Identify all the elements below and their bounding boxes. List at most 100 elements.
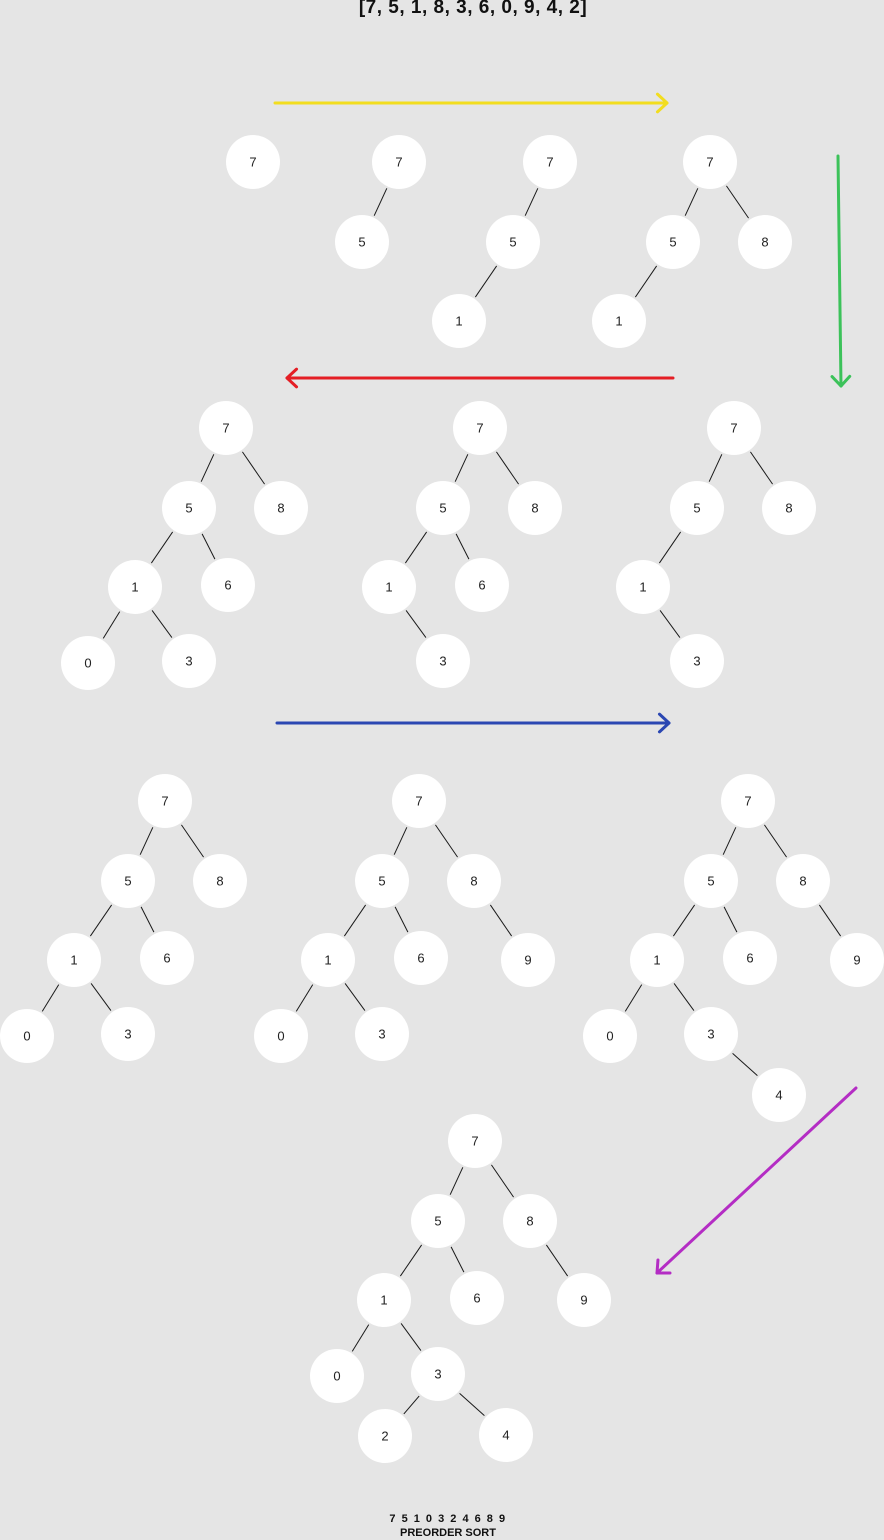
node-circle bbox=[684, 854, 738, 908]
bst-step-3: 751 bbox=[432, 135, 577, 348]
node-value: 1 bbox=[70, 953, 77, 968]
tree-node: 7 bbox=[721, 774, 775, 828]
node-value: 5 bbox=[358, 235, 365, 250]
node-value: 6 bbox=[473, 1291, 480, 1306]
tree-node: 1 bbox=[301, 933, 355, 987]
tree-node: 1 bbox=[630, 933, 684, 987]
tree-edge bbox=[343, 904, 367, 937]
node-circle bbox=[201, 558, 255, 612]
tree-edge bbox=[722, 827, 737, 855]
tree-node: 5 bbox=[335, 215, 389, 269]
node-value: 0 bbox=[277, 1029, 284, 1044]
node-value: 4 bbox=[502, 1428, 509, 1443]
node-circle bbox=[355, 854, 409, 908]
tree-edge bbox=[400, 1323, 422, 1351]
tree-node: 8 bbox=[447, 854, 501, 908]
tree-edge bbox=[726, 185, 749, 219]
tree-node: 7 bbox=[226, 135, 280, 189]
tree-node: 5 bbox=[162, 481, 216, 535]
node-value: 5 bbox=[378, 874, 385, 889]
node-circle bbox=[394, 931, 448, 985]
node-circle bbox=[646, 215, 700, 269]
node-value: 7 bbox=[249, 155, 256, 170]
node-circle bbox=[254, 1009, 308, 1063]
tree-node: 5 bbox=[684, 854, 738, 908]
arrow-right-yellow bbox=[273, 92, 669, 114]
tree-edge bbox=[659, 610, 681, 638]
tree-node: 3 bbox=[355, 1007, 409, 1061]
tree-edge bbox=[405, 610, 427, 638]
node-value: 6 bbox=[417, 951, 424, 966]
node-circle bbox=[140, 931, 194, 985]
tree-edge bbox=[474, 265, 498, 298]
node-value: 0 bbox=[23, 1029, 30, 1044]
arrow-diagonal-purple bbox=[655, 1086, 858, 1275]
node-circle bbox=[453, 401, 507, 455]
node-value: 3 bbox=[439, 654, 446, 669]
tree-edge bbox=[242, 451, 265, 485]
node-value: 3 bbox=[693, 654, 700, 669]
node-circle bbox=[254, 481, 308, 535]
node-circle bbox=[411, 1194, 465, 1248]
node-value: 6 bbox=[163, 951, 170, 966]
tree-node: 6 bbox=[450, 1271, 504, 1325]
tree-node: 7 bbox=[372, 135, 426, 189]
tree-edge bbox=[394, 906, 409, 933]
node-value: 7 bbox=[222, 421, 229, 436]
tree-edge bbox=[90, 983, 112, 1011]
tree-edge bbox=[450, 1246, 465, 1273]
bst-step-1: 7 bbox=[226, 135, 280, 189]
arrow-right-blue bbox=[275, 712, 671, 734]
node-value: 6 bbox=[746, 951, 753, 966]
tree-node: 5 bbox=[670, 481, 724, 535]
node-circle bbox=[101, 1007, 155, 1061]
node-value: 0 bbox=[606, 1029, 613, 1044]
tree-node: 5 bbox=[646, 215, 700, 269]
tree-edge bbox=[496, 451, 519, 485]
tree-node: 8 bbox=[193, 854, 247, 908]
node-value: 8 bbox=[785, 501, 792, 516]
tree-edge bbox=[459, 1392, 485, 1417]
node-value: 8 bbox=[526, 1214, 533, 1229]
tree-edge bbox=[489, 904, 513, 937]
node-circle bbox=[592, 294, 646, 348]
node-value: 0 bbox=[333, 1369, 340, 1384]
node-value: 1 bbox=[131, 580, 138, 595]
node-value: 1 bbox=[639, 580, 646, 595]
tree-node: 8 bbox=[508, 481, 562, 535]
node-value: 7 bbox=[744, 794, 751, 809]
node-circle bbox=[226, 135, 280, 189]
tree-edge bbox=[344, 983, 366, 1011]
tree-edge bbox=[673, 983, 695, 1011]
node-value: 7 bbox=[471, 1134, 478, 1149]
tree-edge bbox=[491, 1164, 514, 1198]
node-circle bbox=[670, 481, 724, 535]
tree-node: 1 bbox=[47, 933, 101, 987]
node-circle bbox=[335, 215, 389, 269]
node-circle bbox=[830, 933, 884, 987]
node-circle bbox=[448, 1114, 502, 1168]
tree-node: 7 bbox=[448, 1114, 502, 1168]
node-value: 8 bbox=[470, 874, 477, 889]
tree-edge bbox=[750, 451, 773, 485]
tree-edge bbox=[295, 984, 314, 1012]
node-circle bbox=[301, 933, 355, 987]
node-circle bbox=[199, 401, 253, 455]
node-value: 5 bbox=[185, 501, 192, 516]
node-value: 1 bbox=[615, 314, 622, 329]
tree-edge bbox=[89, 904, 113, 937]
node-circle bbox=[310, 1349, 364, 1403]
tree-node: 1 bbox=[108, 560, 162, 614]
result-footer: 7 5 1 0 3 2 4 6 8 9 PREORDER SORT bbox=[0, 1512, 884, 1540]
node-circle bbox=[630, 933, 684, 987]
tree-node: 5 bbox=[486, 215, 540, 269]
node-value: 1 bbox=[380, 1293, 387, 1308]
node-value: 8 bbox=[799, 874, 806, 889]
node-circle bbox=[416, 481, 470, 535]
tree-node: 8 bbox=[503, 1194, 557, 1248]
node-value: 9 bbox=[853, 953, 860, 968]
tree-edge bbox=[373, 188, 388, 216]
node-circle bbox=[108, 560, 162, 614]
tree-node: 6 bbox=[140, 931, 194, 985]
